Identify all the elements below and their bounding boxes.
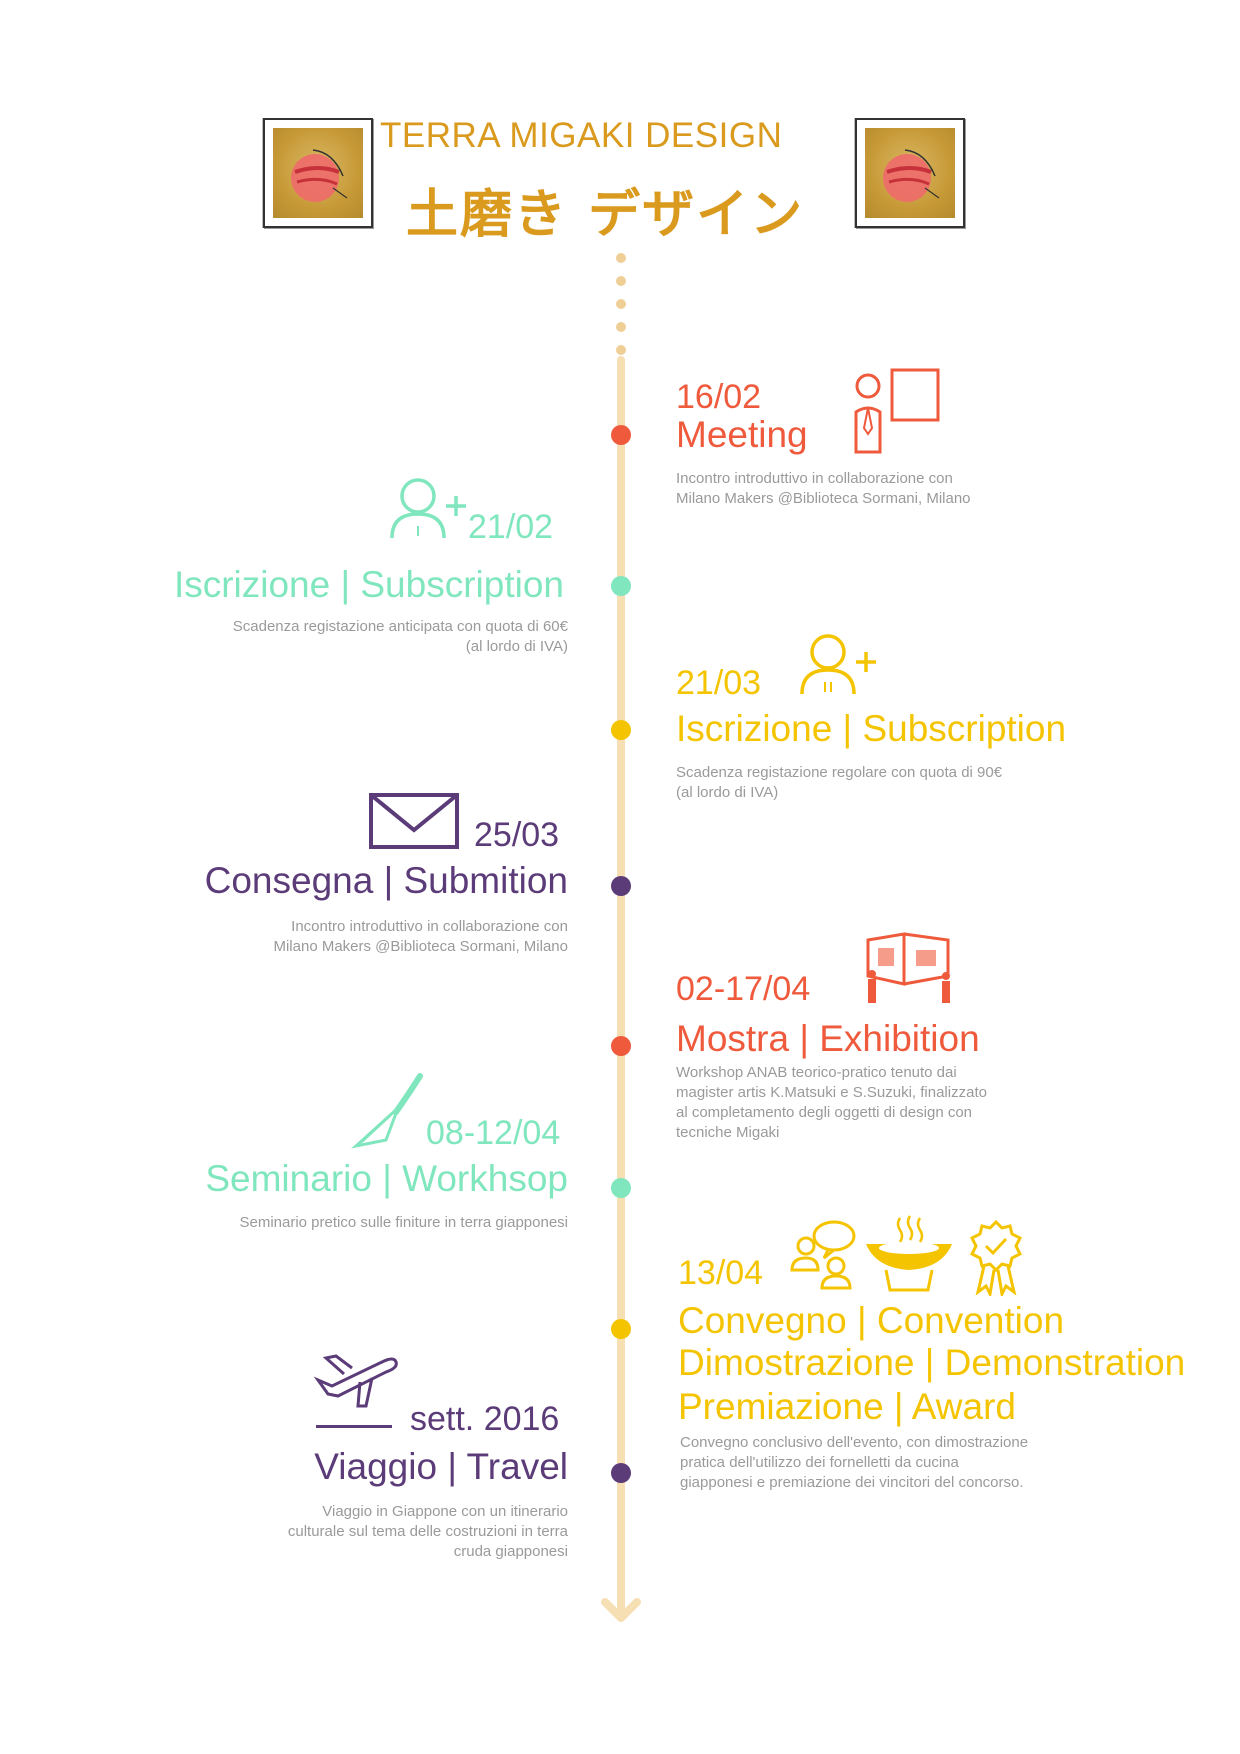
event-title: Consegna | Submition	[204, 860, 568, 901]
event-date: 16/02	[676, 378, 762, 416]
event-description: Convegno conclusivo dell'evento, con dim…	[680, 1434, 1029, 1491]
event-description: Seminario pretico sulle finiture in terr…	[239, 1214, 568, 1231]
event-title: Dimostrazione | Demonstration	[678, 1342, 1186, 1383]
timeline-line	[617, 356, 625, 1612]
logo-right	[855, 118, 965, 228]
event-date: 13/04	[678, 1254, 764, 1292]
event-title: Mostra | Exhibition	[676, 1018, 980, 1059]
event-description: Incontro introduttivo in collaborazione …	[676, 470, 971, 507]
conversation-icon	[790, 1220, 856, 1290]
exhibition-icon	[866, 932, 950, 1003]
add-user-icon	[800, 634, 876, 695]
trowel-icon	[350, 1073, 423, 1149]
event-description: Incontro introduttivo in collaborazione …	[273, 918, 568, 955]
timeline-node	[611, 1463, 631, 1483]
presenter-icon	[854, 368, 940, 454]
timeline-node	[611, 1319, 631, 1339]
timeline-dot	[616, 322, 626, 332]
timeline-dot	[616, 253, 626, 263]
event-title: Iscrizione | Subscription	[173, 564, 564, 605]
add-user-icon	[390, 478, 466, 539]
event-date: 08-12/04	[426, 1114, 561, 1152]
award-badge-icon	[969, 1220, 1023, 1296]
envelope-icon	[369, 793, 459, 849]
timeline-node	[611, 1178, 631, 1198]
event-title: Viaggio | Travel	[314, 1446, 568, 1487]
event-description: Viaggio in Giappone con un itinerario cu…	[287, 1503, 568, 1560]
timeline-arrow-icon	[601, 1598, 641, 1622]
event-date: sett. 2016	[410, 1400, 560, 1438]
timeline-dot	[616, 276, 626, 286]
event-description: Scadenza registazione regolare con quota…	[676, 764, 1003, 801]
event-title: Premiazione | Award	[678, 1386, 1016, 1427]
event-date: 02-17/04	[676, 970, 811, 1008]
event-title: Seminario | Workhsop	[205, 1158, 568, 1199]
timeline-node	[611, 720, 631, 740]
header-title: TERRA MIGAKI DESIGN	[380, 116, 783, 155]
header-jp-title: 土磨き デザイン	[406, 184, 805, 245]
timeline-dot	[616, 299, 626, 309]
timeline-node	[611, 425, 631, 445]
event-title: Convegno | Convention	[678, 1300, 1065, 1341]
event-date: 21/02	[468, 508, 554, 546]
event-description: Scadenza registazione anticipata con quo…	[232, 618, 568, 655]
event-description: Workshop ANAB teorico-pratico tenuto dai…	[676, 1064, 987, 1141]
cooking-pot-icon	[866, 1215, 952, 1292]
timeline-node	[611, 1036, 631, 1056]
timeline-dot	[616, 345, 626, 355]
event-date: 21/03	[676, 664, 762, 702]
timeline-node	[611, 876, 631, 896]
logo-left	[263, 118, 373, 228]
timeline-node	[611, 576, 631, 596]
airplane-icon	[313, 1354, 398, 1408]
event-title: Iscrizione | Subscription	[676, 708, 1067, 749]
event-date: 25/03	[474, 816, 560, 854]
runway-line	[316, 1425, 392, 1428]
event-title: Meeting	[676, 414, 808, 455]
